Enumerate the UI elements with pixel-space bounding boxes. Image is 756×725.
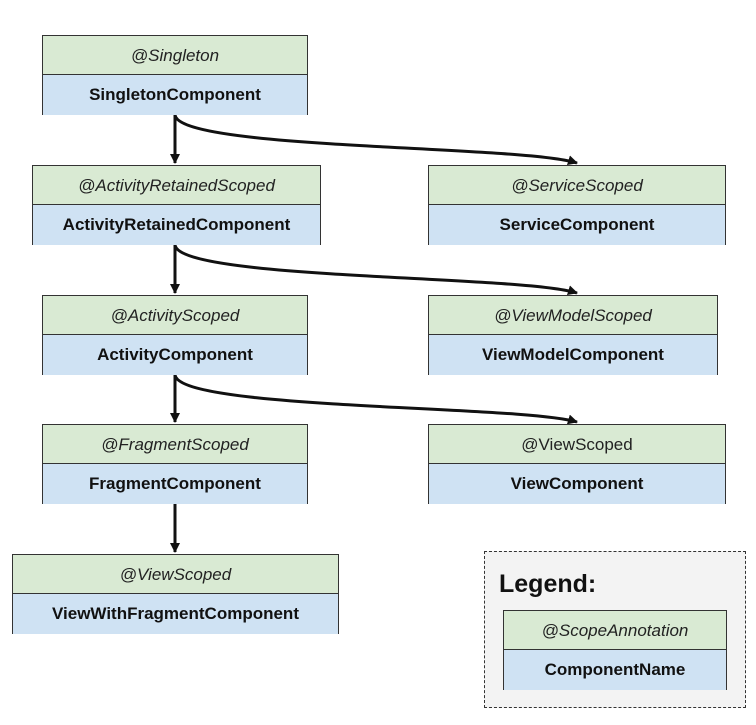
scope-annotation: @FragmentScoped <box>43 425 307 464</box>
node-view-with-fragment: @ViewScoped ViewWithFragmentComponent <box>12 554 339 634</box>
node-service: @ServiceScoped ServiceComponent <box>428 165 726 245</box>
scope-annotation: @ViewScoped <box>429 425 725 464</box>
scope-annotation: @ViewModelScoped <box>429 296 717 335</box>
legend-component-name: ComponentName <box>504 650 726 690</box>
node-activity-retained: @ActivityRetainedScoped ActivityRetained… <box>32 165 321 245</box>
scope-annotation: @Singleton <box>43 36 307 75</box>
node-view: @ViewScoped ViewComponent <box>428 424 726 504</box>
legend-node: @ScopeAnnotation ComponentName <box>503 610 727 690</box>
legend: Legend: @ScopeAnnotation ComponentName <box>484 551 746 708</box>
component-name: ViewComponent <box>429 464 725 504</box>
scope-annotation: @ServiceScoped <box>429 166 725 205</box>
arrow-activity-retained-to-viewmodel <box>173 244 578 296</box>
arrow-singleton-to-service <box>173 114 578 166</box>
scope-annotation: @ActivityScoped <box>43 296 307 335</box>
node-fragment: @FragmentScoped FragmentComponent <box>42 424 308 504</box>
legend-scope-annotation: @ScopeAnnotation <box>504 611 726 650</box>
node-viewmodel: @ViewModelScoped ViewModelComponent <box>428 295 718 375</box>
component-name: ActivityComponent <box>43 335 307 375</box>
scope-annotation: @ActivityRetainedScoped <box>33 166 320 205</box>
component-name: ViewWithFragmentComponent <box>13 594 338 634</box>
component-name: FragmentComponent <box>43 464 307 504</box>
component-name: SingletonComponent <box>43 75 307 115</box>
node-activity: @ActivityScoped ActivityComponent <box>42 295 308 375</box>
component-name: ActivityRetainedComponent <box>33 205 320 245</box>
node-singleton: @Singleton SingletonComponent <box>42 35 308 115</box>
scope-annotation: @ViewScoped <box>13 555 338 594</box>
arrow-activity-to-view <box>173 374 578 425</box>
component-name: ServiceComponent <box>429 205 725 245</box>
legend-title: Legend: <box>499 570 597 598</box>
component-name: ViewModelComponent <box>429 335 717 375</box>
